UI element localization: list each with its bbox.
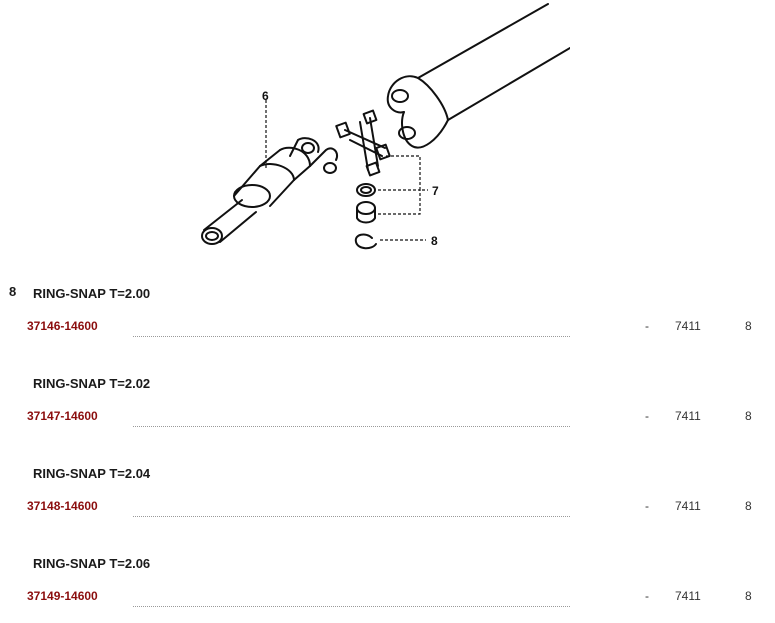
part-title: RING-SNAP T=2.00 (33, 286, 151, 301)
part-group: RING-SNAP T=2.02 37147-14600 - 7411 8 (0, 376, 775, 466)
snap-ring (354, 233, 377, 250)
part-dash: - (645, 499, 649, 513)
part-title: RING-SNAP T=2.04 (33, 466, 151, 481)
part-code-link[interactable]: 37148-14600 (27, 499, 98, 513)
dotted-leader (133, 336, 570, 337)
part-dash: - (645, 319, 649, 333)
callout-label-6: 6 (262, 89, 269, 103)
part-model-code: 7411 (675, 589, 701, 603)
dotted-leader (133, 516, 570, 517)
callout-leader-7a (386, 155, 428, 191)
callout-label-8: 8 (431, 234, 438, 248)
part-group: RING-SNAP T=2.00 37146-14600 - 7411 8 (0, 286, 775, 376)
part-code-link[interactable]: 37147-14600 (27, 409, 98, 423)
part-model-code: 7411 (675, 409, 701, 423)
part-model-code: 7411 (675, 319, 701, 333)
driveshaft-exploded-diagram: 6 7 8 (201, 3, 570, 250)
part-model-code: 7411 (675, 499, 701, 513)
part-code-link[interactable]: 37146-14600 (27, 319, 98, 333)
part-dash: - (645, 409, 649, 423)
part-quantity: 8 (745, 319, 752, 333)
universal-joint-spider (335, 109, 391, 177)
slip-yoke (201, 137, 338, 245)
part-reference-number: 8 (9, 284, 17, 299)
part-code-link[interactable]: 37149-14600 (27, 589, 98, 603)
callout-label-7: 7 (432, 184, 439, 198)
part-group: RING-SNAP T=2.04 37148-14600 - 7411 8 (0, 466, 775, 556)
propeller-shaft-tube (417, 3, 570, 121)
dotted-leader (133, 426, 570, 427)
part-title: RING-SNAP T=2.06 (33, 556, 151, 571)
dotted-leader (133, 606, 570, 607)
bearing-cup-upper (356, 183, 376, 197)
part-quantity: 8 (745, 499, 752, 513)
part-group: RING-SNAP T=2.06 37149-14600 - 7411 8 (0, 556, 775, 623)
part-quantity: 8 (745, 589, 752, 603)
bearing-cup-lower (356, 201, 376, 224)
part-dash: - (645, 589, 649, 603)
tube-yoke (386, 75, 449, 149)
callout-leader-7c (378, 190, 421, 215)
part-quantity: 8 (745, 409, 752, 423)
part-title: RING-SNAP T=2.02 (33, 376, 151, 391)
